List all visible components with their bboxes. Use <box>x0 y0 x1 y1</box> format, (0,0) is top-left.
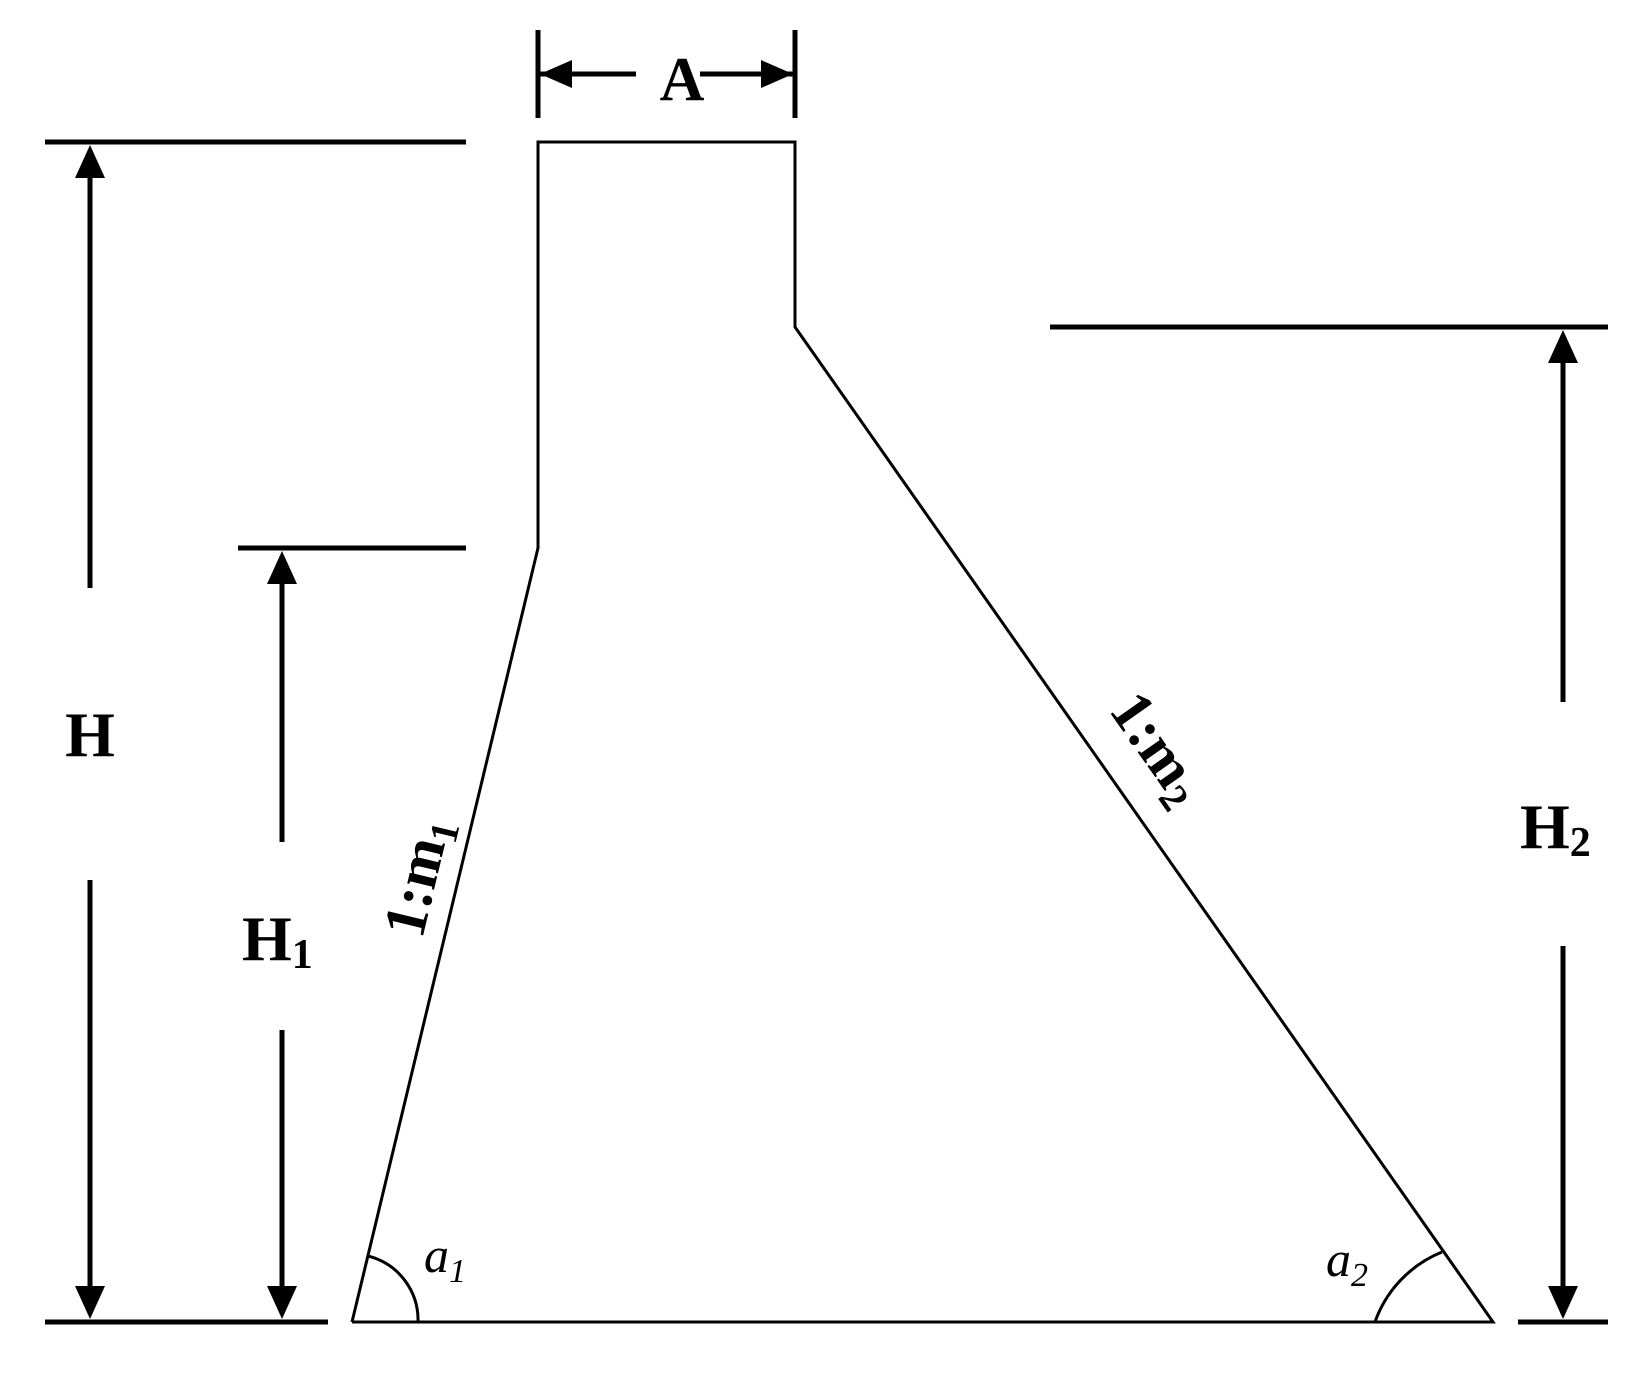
label-left-slope-main: 1:m <box>370 830 458 943</box>
label-a: A <box>660 46 705 114</box>
top-width-dimension: A <box>535 30 798 118</box>
right-angle-arc <box>1373 1250 1443 1323</box>
label-right-angle-sub: 2 <box>1351 1257 1368 1294</box>
total-height-dimension: H <box>65 145 115 1319</box>
label-h2: H2 <box>1520 791 1591 866</box>
arrowhead-up <box>1548 330 1578 363</box>
left-angle-arc <box>367 1254 420 1323</box>
label-h2-sub: 2 <box>1570 820 1591 866</box>
arrowhead-down <box>75 1286 105 1319</box>
arrowhead-left <box>540 60 572 88</box>
right-height-dimension: H2 <box>1520 330 1591 1319</box>
label-left-angle-main: a <box>424 1227 449 1283</box>
label-left-angle-sub: 1 <box>449 1253 466 1290</box>
label-h1: H1 <box>242 903 313 978</box>
label-left-slope: 1:m1 <box>370 811 468 944</box>
arrowhead-up <box>75 145 105 178</box>
label-right-angle-main: a <box>1326 1231 1351 1287</box>
label-h1-main: H <box>242 903 292 974</box>
label-h2-main: H <box>1520 791 1570 862</box>
label-h1-sub: 1 <box>292 932 313 978</box>
arrowhead-right <box>761 60 793 88</box>
dam-profile-outline <box>350 140 1496 1324</box>
arrowhead-down <box>267 1286 297 1319</box>
label-right-angle: a2 <box>1326 1231 1368 1294</box>
label-left-angle: a1 <box>424 1227 466 1290</box>
label-h: H <box>65 699 115 770</box>
arrowhead-down <box>1548 1286 1578 1319</box>
arrowhead-up <box>267 551 297 584</box>
label-right-slope: 1:m2 <box>1092 680 1220 820</box>
lower-height-dimension: H1 <box>242 551 313 1319</box>
